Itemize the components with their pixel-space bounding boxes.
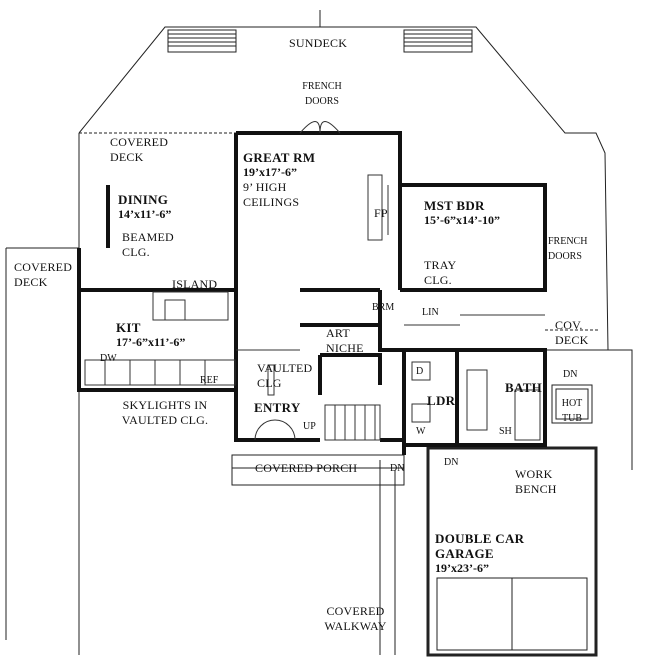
label-sh: SH (499, 426, 512, 437)
label-w: W (416, 426, 426, 437)
label-covered-deck-side: COVERED DECK (14, 260, 73, 289)
label-vaulted-clg: VAULTED CLG (257, 361, 313, 390)
wall-great-rm (234, 131, 402, 350)
label-skylights: SKYLIGHTS IN VAULTED CLG. (121, 398, 209, 427)
label-covered-porch: COVERED PORCH (255, 461, 358, 475)
vaulted-skylight (267, 364, 275, 396)
label-french-doors-right: FRENCH DOORS (548, 236, 588, 262)
label-bath: BATH (505, 380, 543, 395)
label-sundeck: SUNDECK (289, 36, 348, 50)
label-hot-tub: HOT TUB (561, 398, 583, 424)
label-dn-garage: DN (444, 457, 459, 468)
label-garage: DOUBLE CAR GARAGE 19’x23’-6” (435, 531, 525, 575)
sundeck-stairs-left (167, 29, 237, 53)
label-dining: DINING 14’x11’-6” (118, 192, 172, 221)
label-island: ISLAND (172, 277, 218, 291)
bath-tub (514, 389, 541, 441)
wall-kit-dining (77, 288, 236, 392)
kitchen-island (152, 291, 229, 321)
label-dw: DW (100, 353, 117, 364)
sundeck-outline (78, 26, 609, 351)
label-art-niche: ART NICHE (326, 326, 364, 355)
label-lin: LIN (422, 307, 439, 318)
label-covered-walkway: COVERED WALKWAY (324, 604, 387, 633)
label-work-bench: WORK BENCH (515, 467, 557, 496)
label-cov-deck: COV. DECK (555, 318, 589, 347)
label-covered-deck-left: COVERED DECK (110, 135, 169, 164)
kitchen-counter (84, 359, 236, 386)
label-beamed-clg: BEAMED CLG. (122, 230, 174, 259)
label-great-rm: GREAT RM 19’x17’-6” 9’ HIGH CEILINGS (243, 150, 316, 209)
entry-stairs (324, 404, 381, 441)
label-brm: BRM (372, 302, 395, 313)
fireplace (367, 174, 389, 241)
label-ldr: LDR (427, 393, 456, 408)
covered-porch (231, 454, 405, 486)
label-mst-bdr: MST BDR 15’-6”x14’-10” (424, 198, 500, 227)
label-kit: KIT 17’-6”x11’-6” (116, 320, 186, 349)
label-dn-porch: DN (390, 463, 405, 474)
label-fp: FP (374, 206, 388, 220)
label-d: D (416, 366, 424, 377)
hot-tub (551, 384, 593, 424)
wall-bath (457, 348, 547, 447)
garage-outline (426, 446, 598, 657)
wall-mst-bdr (400, 183, 547, 292)
label-up: UP (303, 421, 316, 432)
sundeck-stairs-right (403, 29, 473, 53)
label-french-doors-top: FRENCH DOORS (302, 81, 342, 107)
label-ref: REF (200, 375, 219, 386)
french-doors-top (299, 121, 341, 134)
label-entry: ENTRY (254, 400, 301, 415)
label-tray-clg: TRAY CLG. (424, 258, 457, 287)
label-dn-deck: DN (563, 369, 578, 380)
entry-door (254, 419, 296, 441)
